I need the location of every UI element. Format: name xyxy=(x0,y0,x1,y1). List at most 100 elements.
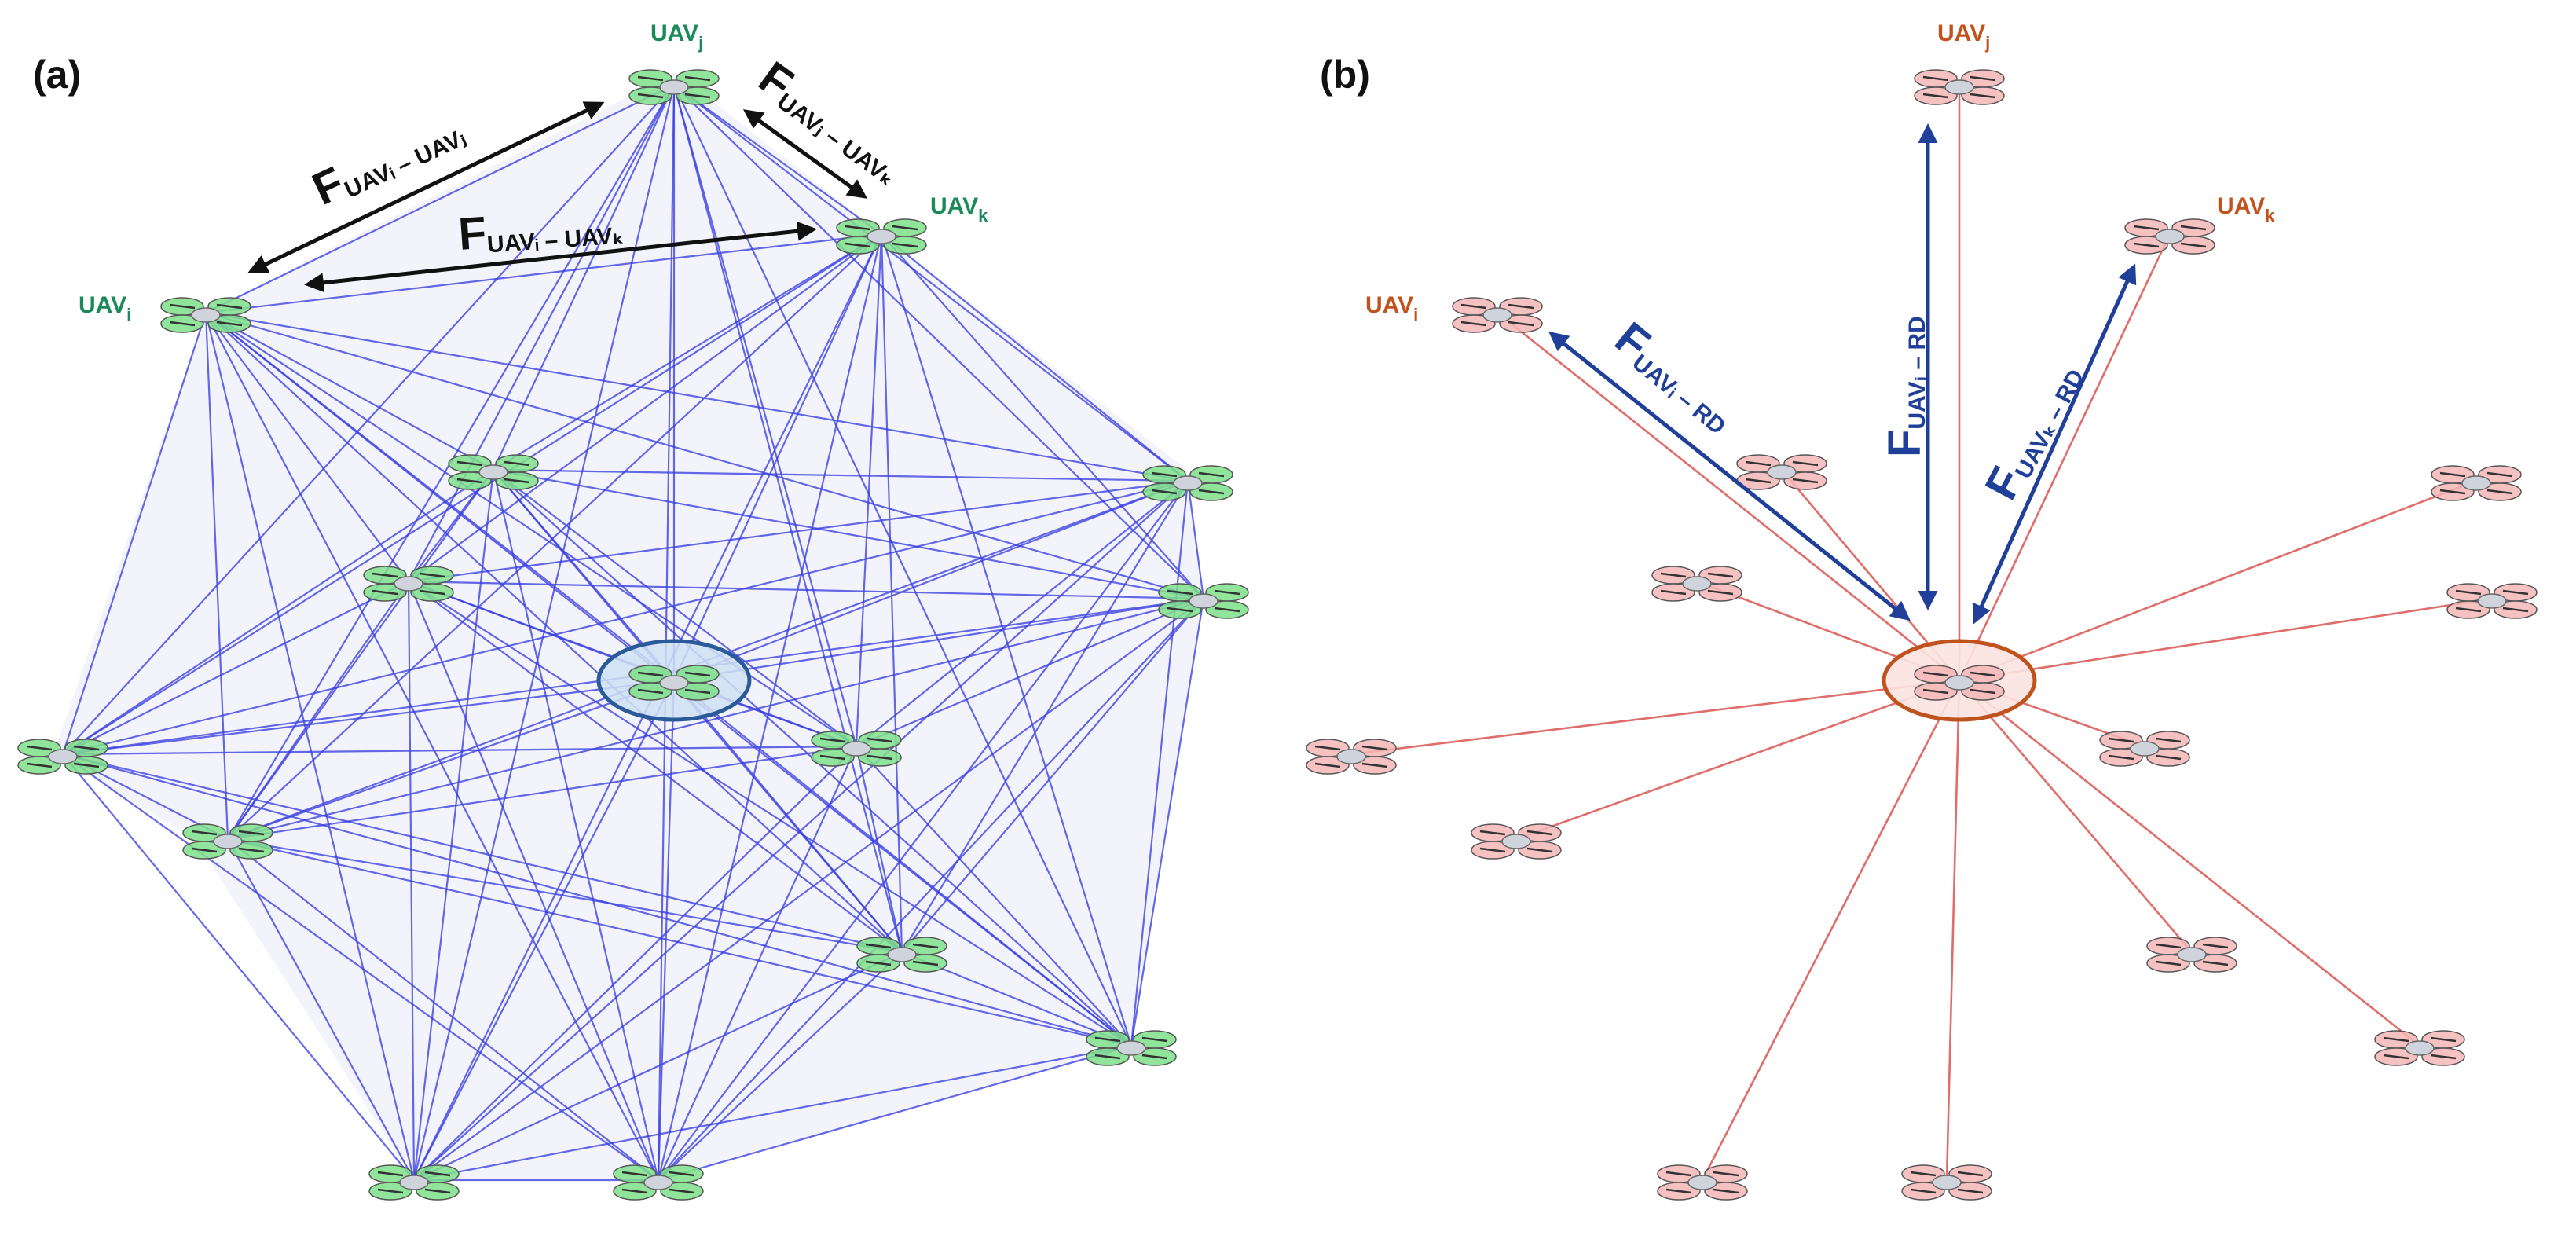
panel-label-a: (a) xyxy=(33,53,81,97)
mesh-edge xyxy=(227,679,675,841)
mesh-edge xyxy=(227,838,903,954)
mesh-edge xyxy=(62,679,675,756)
drone-b-9 xyxy=(1306,739,1397,775)
drone-a-2 xyxy=(836,218,927,255)
drone-a-14 xyxy=(613,1164,704,1201)
mesh-edge xyxy=(493,469,857,747)
mesh-edge xyxy=(880,233,1133,1047)
drone-a-13 xyxy=(368,1164,460,1201)
drone-a-3 xyxy=(448,454,539,490)
mesh-edge xyxy=(407,581,660,1181)
mesh-edge xyxy=(227,233,882,840)
mesh-edge xyxy=(1130,480,1189,1047)
drone-a-4 xyxy=(1142,465,1233,501)
mesh-edge xyxy=(62,469,494,755)
uav-label-j: UAVj xyxy=(650,20,703,53)
mesh-edge xyxy=(62,581,409,755)
star-edge xyxy=(1959,597,2493,682)
mesh-edge xyxy=(227,581,409,840)
mesh-edge xyxy=(673,597,1204,682)
drone-b-3 xyxy=(1736,454,1827,490)
mesh-edge xyxy=(856,746,1132,1047)
mesh-edge xyxy=(493,468,1189,482)
drone-a-5 xyxy=(363,566,454,602)
star-edge xyxy=(1515,679,1960,841)
panel-a-mesh-network: UAVj UAVk UAVi FUAVᵢ – UAVⱼ FUAVⱼ – UAVₖ… xyxy=(17,20,1249,1201)
panel-label-b: (b) xyxy=(1320,53,1370,97)
panel-b-star-network: UAVj UAVk UAVi FUAVᵢ – RD FUAVⱼ – RD FUA… xyxy=(1306,20,2538,1201)
star-edge xyxy=(1945,680,1961,1181)
mesh-edge xyxy=(673,233,882,681)
uav-label-i-b: UAVi xyxy=(1365,292,1418,324)
drone-a-8 xyxy=(811,731,902,767)
mesh-edge xyxy=(658,951,903,1181)
mesh-edge xyxy=(62,753,659,1181)
drone-b-12 xyxy=(2374,1030,2465,1066)
drone-b-0 xyxy=(1914,69,2005,105)
mesh-edge xyxy=(204,312,229,840)
mesh-edge xyxy=(205,312,903,953)
force-jk-arrow xyxy=(742,109,868,199)
mesh-edge xyxy=(658,598,1204,1181)
uav-label-k-b: UAVk xyxy=(2217,193,2275,225)
star-edge xyxy=(1959,680,2193,953)
drone-b-4 xyxy=(2431,465,2522,501)
drone-b-6 xyxy=(2446,583,2538,619)
drone-b-7 xyxy=(1914,665,2005,701)
force-j-rd-label: FUAVⱼ – RD xyxy=(1879,316,1930,457)
mesh-edge xyxy=(408,580,1204,600)
star-edge xyxy=(1959,479,2477,682)
mesh-edge xyxy=(493,468,1204,600)
drone-b-11 xyxy=(2146,937,2237,973)
force-i-rd-label: FUAVᵢ – RD xyxy=(1606,313,1746,440)
uav-label-j-b: UAVj xyxy=(1937,20,1990,53)
star-edges xyxy=(1350,85,2493,1181)
mesh-edge xyxy=(62,753,415,1181)
force-ik-arrow xyxy=(304,221,817,293)
star-edge xyxy=(1701,680,1961,1181)
mesh-edge xyxy=(412,469,495,1181)
drone-b-2 xyxy=(2124,218,2215,255)
mesh-edge xyxy=(408,581,903,953)
mesh-edge xyxy=(657,746,858,1181)
mesh-edge xyxy=(413,598,1204,1181)
drone-b-10 xyxy=(1471,823,1562,860)
mesh-edge xyxy=(205,312,494,471)
drone-a-9 xyxy=(17,739,108,775)
mesh-edge xyxy=(657,680,676,1181)
mesh-edge xyxy=(673,680,1132,1047)
mesh-edge xyxy=(672,84,858,747)
mesh-edge xyxy=(413,951,903,1181)
mesh-edge xyxy=(227,838,659,1181)
mesh-edge xyxy=(227,745,857,841)
mesh-edge xyxy=(408,479,1189,583)
drone-a-12 xyxy=(1086,1030,1177,1066)
mesh-edge xyxy=(881,233,1204,599)
mesh-edge xyxy=(408,581,1132,1047)
star-edge xyxy=(1959,679,2420,1047)
star-edge xyxy=(1497,311,1960,682)
mesh-edge xyxy=(62,753,903,954)
drone-a-6 xyxy=(1158,583,1249,619)
uav-label-i: UAVi xyxy=(79,292,131,324)
star-edge xyxy=(1958,233,2171,681)
mesh-edge xyxy=(492,469,660,1181)
mesh-edge xyxy=(856,480,1189,747)
mesh-edge xyxy=(657,233,883,1181)
drone-a-7 xyxy=(628,665,720,701)
mesh-edge xyxy=(205,312,659,1181)
mesh-edge xyxy=(658,480,1189,1181)
mesh-edge xyxy=(881,233,1189,482)
drone-a-0 xyxy=(628,69,720,105)
mesh-edge xyxy=(855,233,883,747)
mesh-edge xyxy=(413,680,675,1181)
mesh-edge xyxy=(205,312,409,582)
drone-b-13 xyxy=(1657,1164,1748,1201)
mesh-edge xyxy=(62,745,857,756)
mesh-edge xyxy=(658,1044,1132,1182)
uav-label-k: UAVk xyxy=(930,193,988,225)
mesh-edge xyxy=(673,479,1189,682)
drones-a xyxy=(17,69,1249,1201)
mesh-edge xyxy=(901,598,1204,953)
mesh-edge xyxy=(673,680,903,953)
